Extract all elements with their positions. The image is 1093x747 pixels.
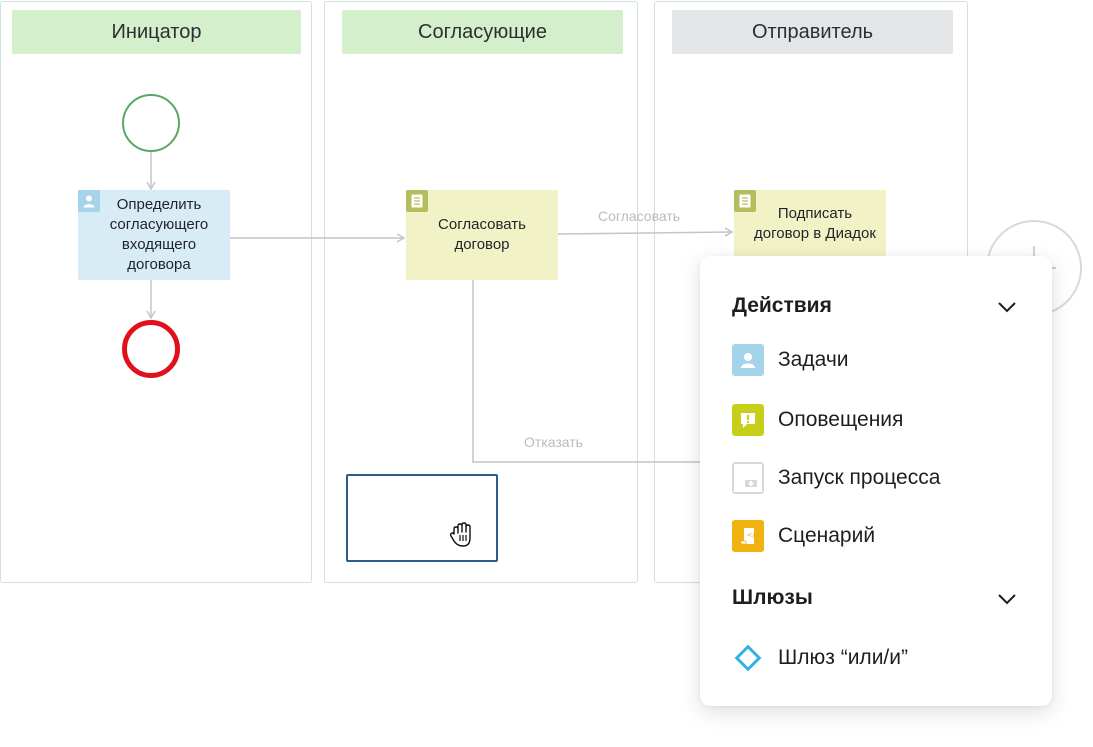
task-approve-contract[interactable]: Согласовать договор — [406, 190, 558, 280]
palette-item-label: Задачи — [778, 348, 849, 371]
gateway-diamond-icon — [732, 642, 764, 674]
palette-item-label: Запуск процесса — [778, 466, 941, 489]
palette-item-launch-process[interactable]: Запуск процесса — [732, 461, 940, 495]
palette-item-tasks[interactable]: Задачи — [732, 343, 849, 377]
drop-placeholder[interactable] — [346, 474, 498, 562]
document-icon — [734, 190, 756, 212]
palette-item-script[interactable]: </> Сценарий — [732, 519, 875, 553]
launch-process-icon — [732, 462, 764, 494]
palette-item-notifications[interactable]: Оповещения — [732, 403, 903, 437]
palette-item-label: Шлюз “или/и” — [778, 646, 908, 669]
script-icon: </> — [732, 520, 764, 552]
task-approve-label: Согласовать договор — [438, 216, 526, 253]
chevron-down-icon[interactable] — [996, 300, 1018, 314]
user-icon — [732, 344, 764, 376]
flow-label-approve: Согласовать — [598, 208, 681, 224]
flow-approve-to-sign — [557, 227, 734, 237]
task-define-label: Определить согласующего входящего догово… — [109, 196, 209, 273]
section-title-actions: Действия — [732, 294, 832, 317]
svg-text:</>: </> — [747, 531, 759, 539]
start-event[interactable] — [122, 94, 180, 152]
flow-label-reject: Отказать — [524, 434, 583, 450]
element-palette: Действия Задачи Оповещения Запуск процес… — [700, 256, 1052, 706]
lane-header-initiator: Иницатор — [12, 10, 301, 54]
notification-icon — [732, 404, 764, 436]
palette-item-gateway[interactable]: Шлюз “или/и” — [732, 641, 908, 675]
grab-cursor-icon — [449, 522, 471, 547]
lane-header-sender: Отправитель — [672, 10, 953, 54]
end-event[interactable] — [122, 320, 180, 378]
user-icon — [78, 190, 100, 212]
flow-reject — [472, 280, 700, 463]
palette-item-label: Сценарий — [778, 524, 876, 547]
document-icon — [406, 190, 428, 212]
section-title-gateways: Шлюзы — [732, 586, 813, 609]
task-define-approver[interactable]: Определить согласующего входящего догово… — [78, 190, 230, 280]
task-sign-label: Подписать договор в Диадок — [754, 205, 876, 242]
task-sign-contract[interactable]: Подписать договор в Диадок — [734, 190, 886, 256]
chevron-down-icon[interactable] — [996, 592, 1018, 606]
palette-item-label: Оповещения — [778, 408, 904, 431]
lane-header-approvers: Согласующие — [342, 10, 623, 54]
